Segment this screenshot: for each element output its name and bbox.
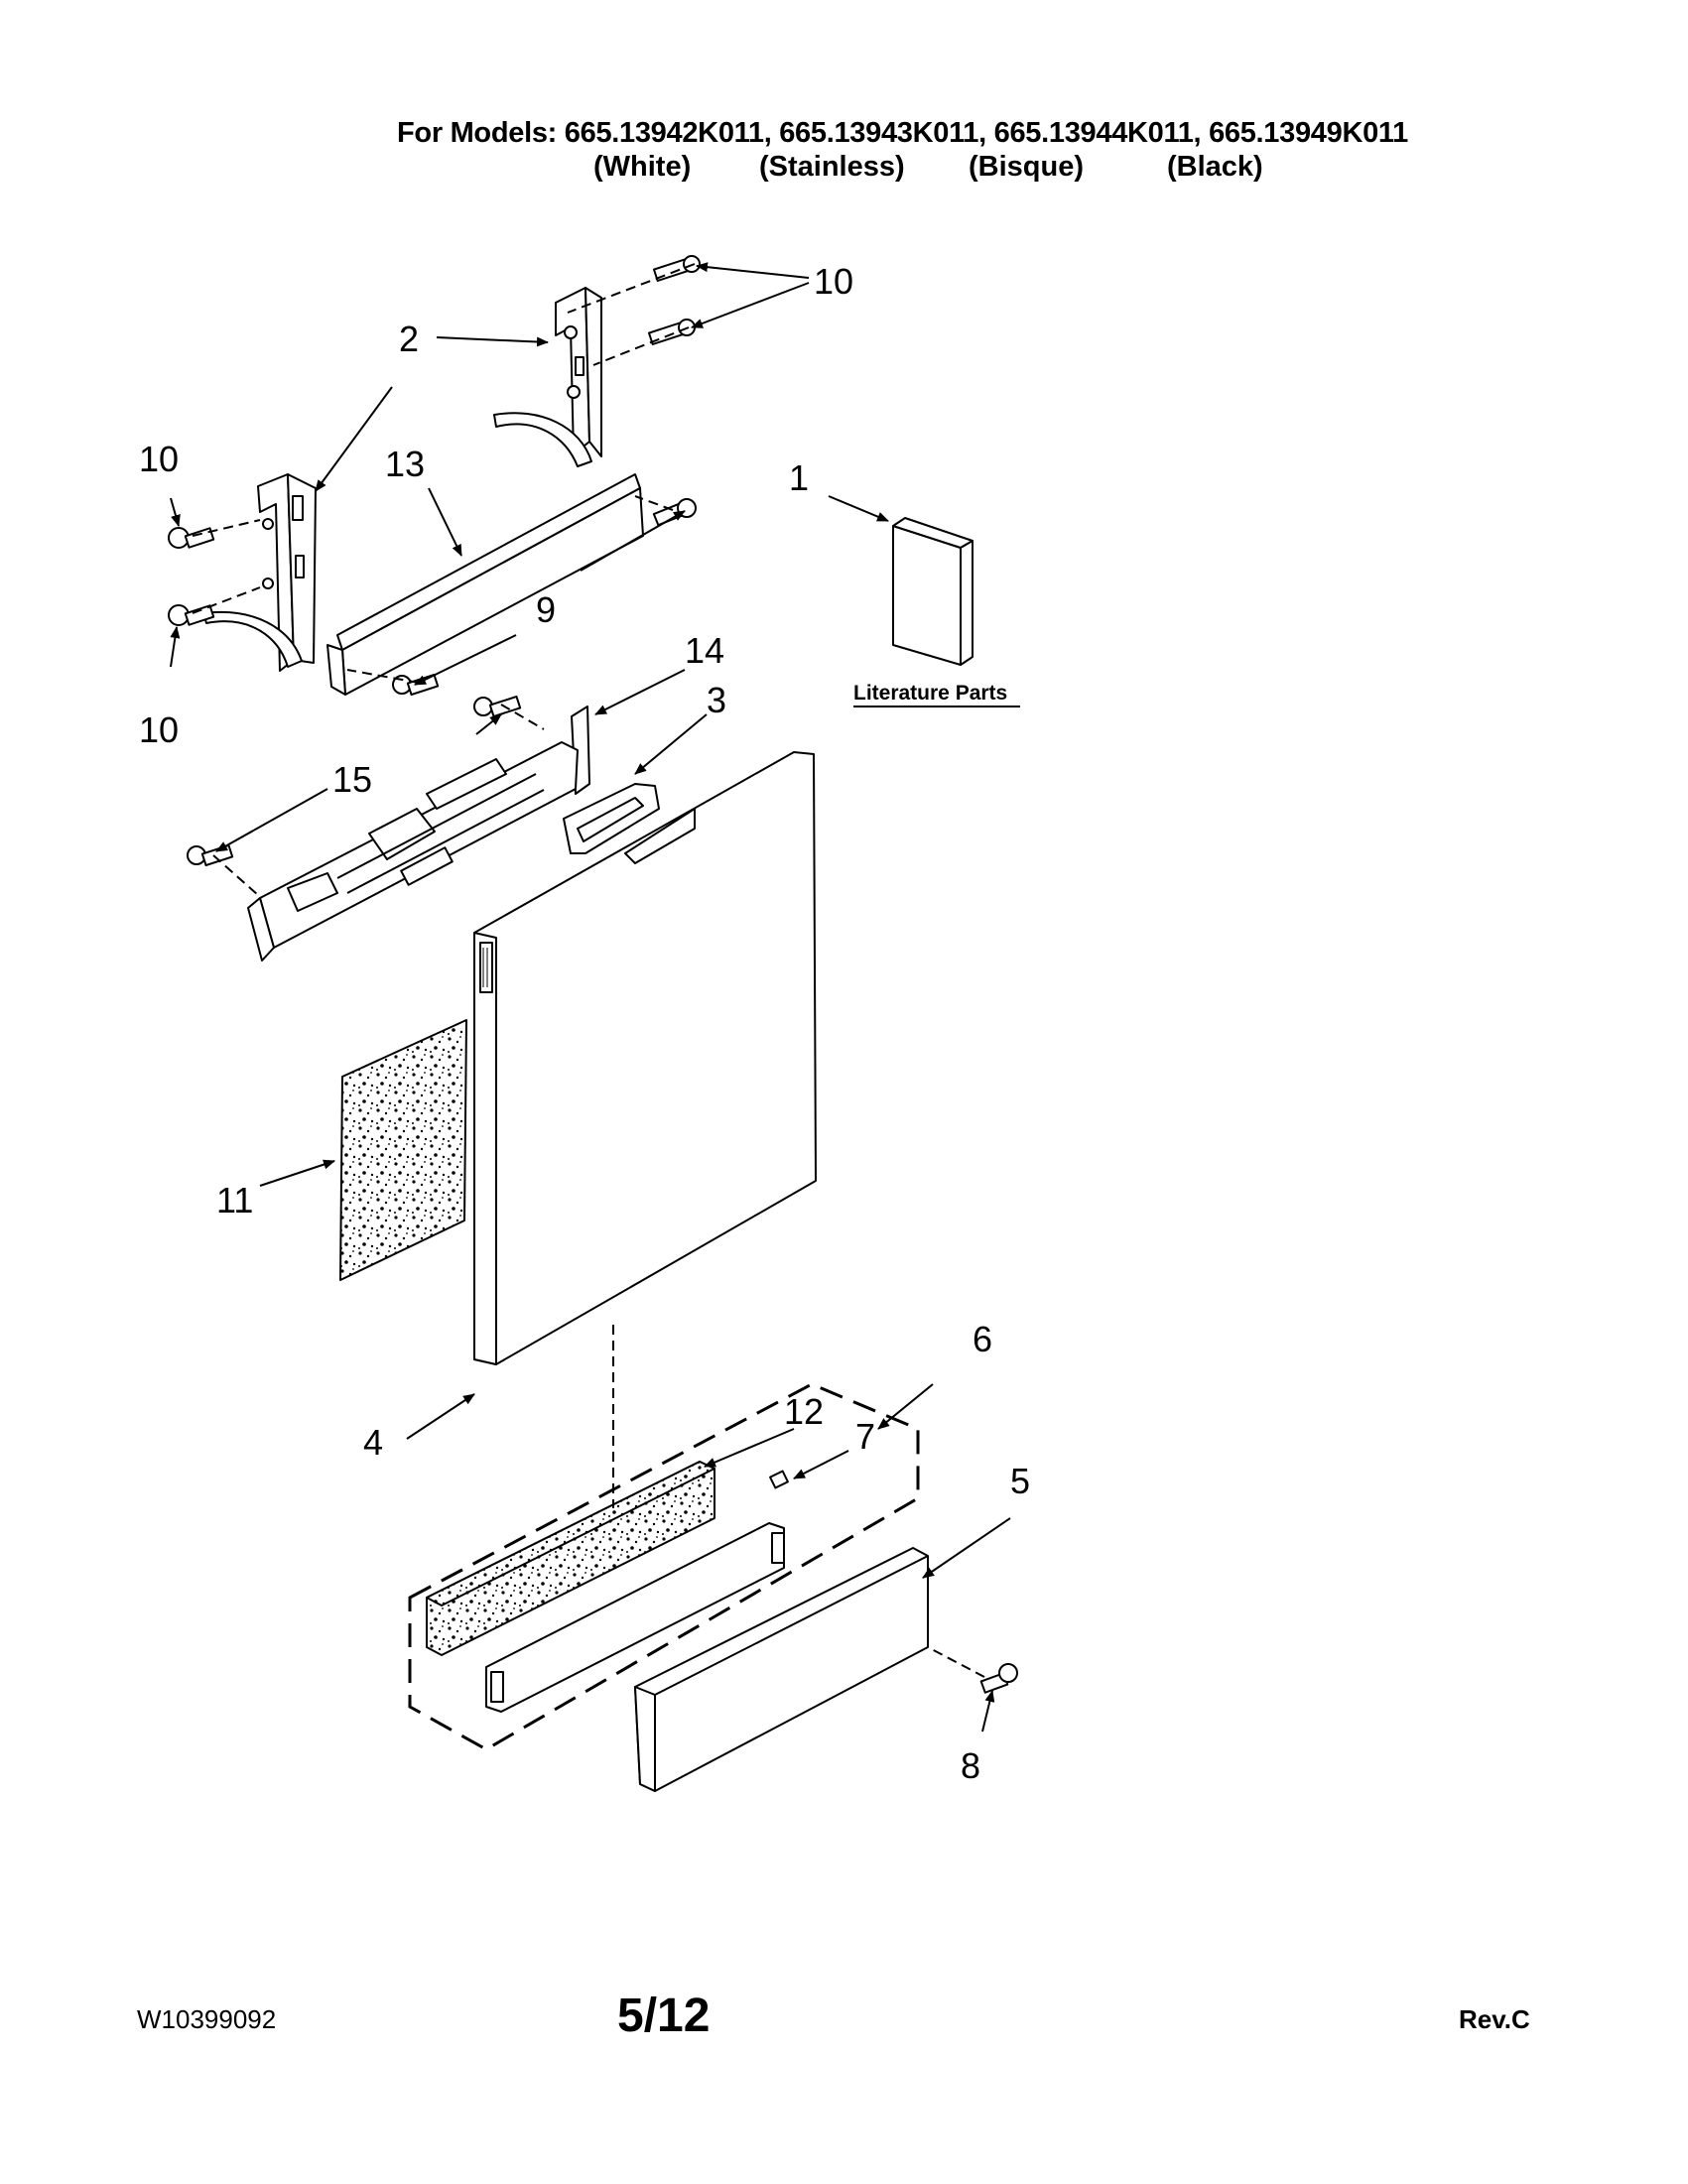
callout-15: 15 [332,759,372,800]
door-handle [563,783,660,854]
screw-15-top [473,695,522,718]
callout-13: 13 [385,444,425,484]
document-number: W10399092 [137,2004,277,2034]
screw-10-left-b [168,604,215,626]
callout-14: 14 [685,630,724,671]
variant-black: (Black) [1167,151,1263,183]
callout-5: 5 [1010,1461,1030,1501]
variant-stainless: (Stainless) [759,151,905,183]
toe-kit-boundary [408,1382,920,1751]
kickplate [634,1547,929,1792]
callout-4: 4 [363,1422,383,1463]
callout-7: 7 [855,1416,875,1457]
door-insulation-pad [339,1019,467,1281]
callout-6: 6 [973,1319,992,1359]
toe-panel-strip [485,1522,785,1713]
callout-2: 2 [399,319,419,359]
callout-8: 8 [961,1745,980,1786]
variant-bisque: (Bisque) [969,151,1084,183]
callout-10-left-upper: 10 [139,439,179,479]
screw-8 [979,1663,1018,1694]
callout-12: 12 [784,1391,824,1432]
callout-3: 3 [707,680,726,720]
door-top-strip [326,473,644,696]
literature-parts-label: Literature Parts [853,682,1007,705]
door-latch-assembly [247,741,579,962]
callout-1: 1 [789,457,809,498]
models-line: For Models: 665.13942K011, 665.13943K011… [397,117,1408,149]
screw-15-left [187,843,234,867]
callout-10-left-lower: 10 [139,709,179,750]
page-number: 5/12 [617,1990,711,2042]
right-door-hinge-bracket [493,287,602,467]
outer-door-panel [473,751,817,1365]
literature-booklet [892,517,974,666]
callout-9: 9 [536,589,556,630]
callout-11: 11 [216,1180,253,1220]
screw-10-left-a [168,527,215,549]
left-door-hinge-bracket [202,473,317,672]
screw-9-right [652,498,697,527]
toe-foam-block [426,1461,715,1656]
callout-10-top: 10 [814,261,853,302]
variant-white: (White) [593,151,692,183]
mounting-clip [769,1470,789,1489]
revision-label: Rev.C [1459,2004,1530,2034]
